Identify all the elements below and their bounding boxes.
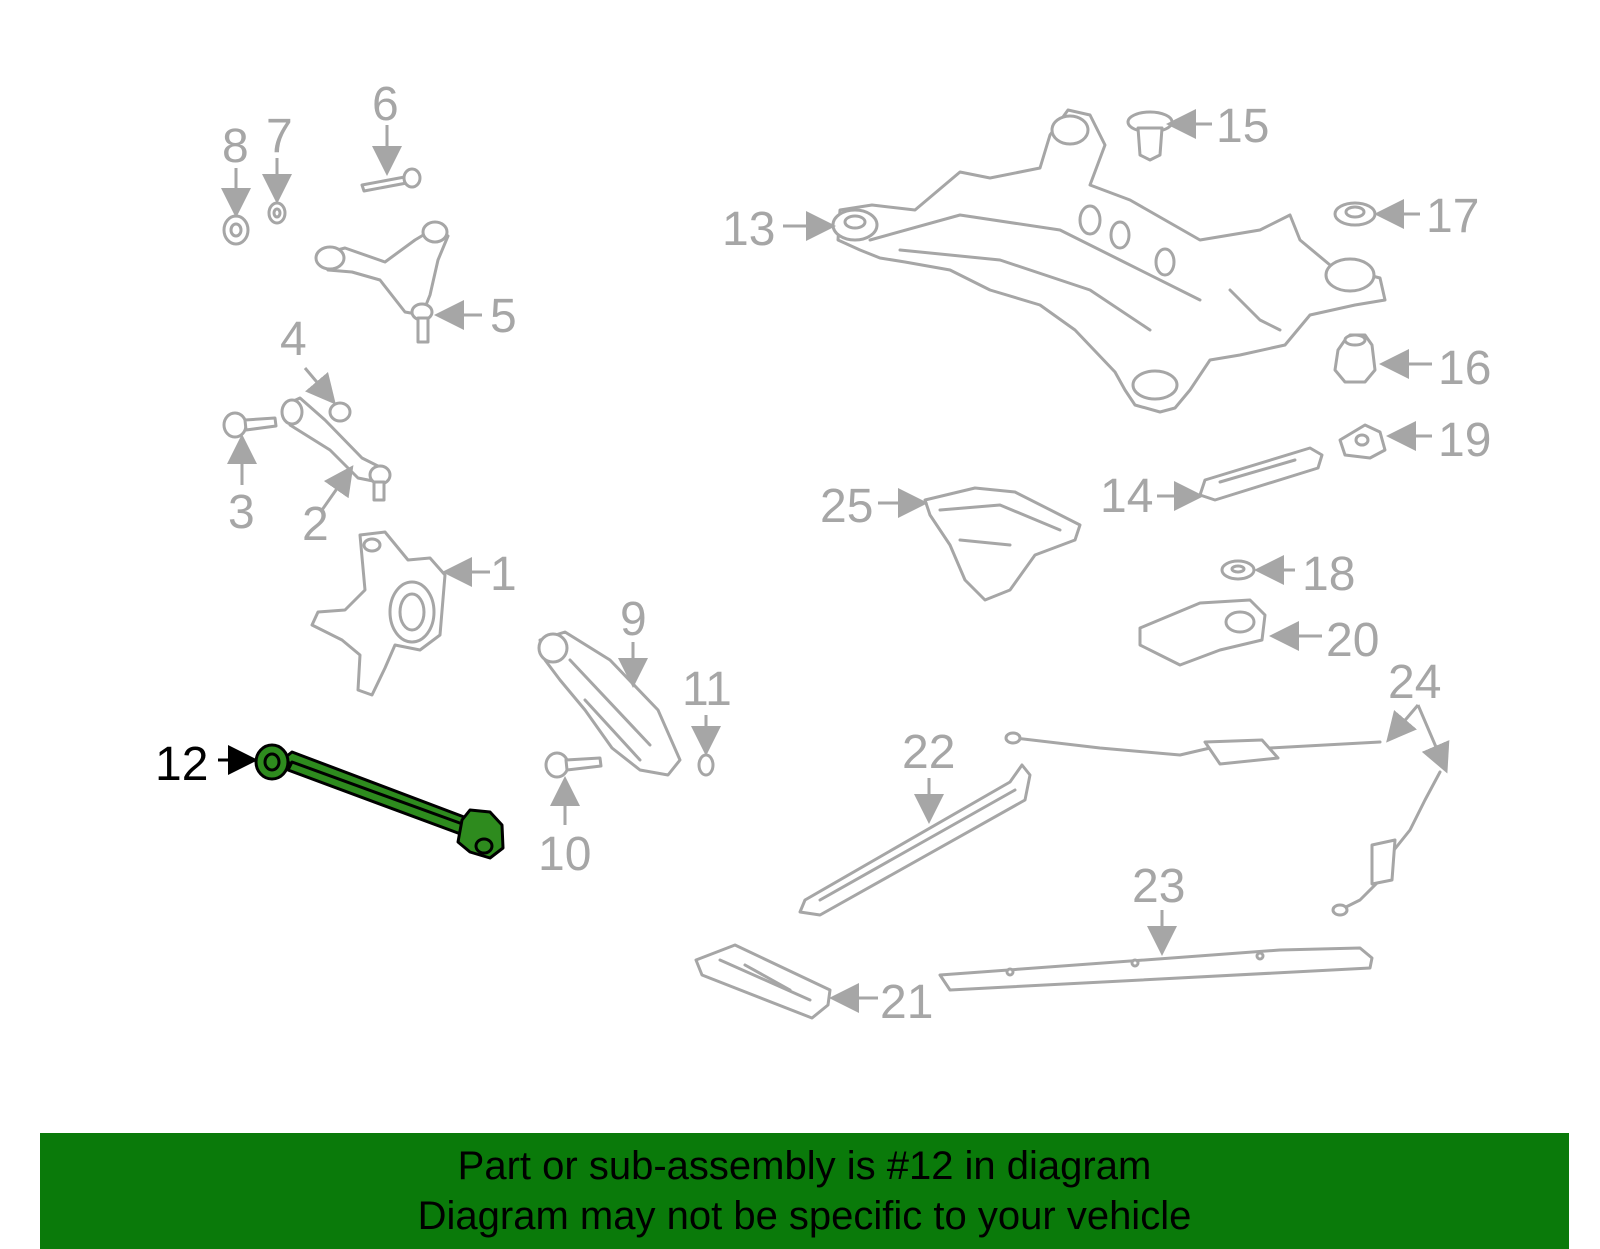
part-16-mount[interactable] (1333, 333, 1377, 384)
part-3-bolt[interactable] (222, 411, 278, 439)
part-10-bolt[interactable] (544, 751, 603, 779)
part-17-bushing[interactable] (1333, 201, 1377, 227)
callout-23: 23 (1132, 860, 1185, 913)
callout-18: 18 (1302, 548, 1355, 601)
part-7-washer[interactable] (267, 201, 287, 225)
banner-line-2: Diagram may not be specific to your vehi… (417, 1194, 1192, 1238)
part-15-clip[interactable] (1126, 110, 1174, 162)
callout-15: 15 (1216, 100, 1269, 153)
part-2-link-arm[interactable] (280, 396, 392, 502)
callout-5: 5 (490, 290, 517, 343)
part-1-knuckle[interactable] (310, 530, 447, 697)
arrow-24a (1386, 704, 1420, 743)
callout-25: 25 (820, 480, 873, 533)
part-19-stopper[interactable] (1338, 423, 1387, 460)
part-4-nut[interactable] (328, 401, 352, 423)
callout-20: 20 (1326, 614, 1379, 667)
arrow-24b (1416, 704, 1450, 774)
part-20-mount-bracket[interactable] (1138, 598, 1267, 667)
callout-22: 22 (902, 726, 955, 779)
part-14-plate[interactable] (1198, 446, 1324, 502)
part-5-upper-arm[interactable] (314, 220, 450, 344)
callout-9: 9 (620, 593, 647, 646)
callout-3: 3 (228, 486, 255, 539)
callout-16: 16 (1438, 342, 1491, 395)
callout-11: 11 (682, 663, 732, 716)
part-9-lower-arm[interactable] (537, 630, 682, 777)
part-24-cable[interactable] (1004, 731, 1442, 917)
callout-2: 2 (302, 498, 329, 551)
part-6-bolt[interactable] (360, 167, 422, 193)
callout-13: 13 (722, 203, 775, 256)
banner-line-1: Part or sub-assembly is #12 in diagram (457, 1144, 1152, 1188)
callout-8: 8 (222, 120, 249, 173)
part-22-rail[interactable] (798, 763, 1032, 917)
callout-12: 12 (155, 738, 208, 791)
callout-7: 7 (266, 110, 293, 163)
callout-6: 6 (372, 78, 399, 131)
part-8-nut[interactable] (222, 214, 250, 246)
arrow-4 (303, 367, 336, 405)
part-21-plate[interactable] (694, 943, 832, 1020)
callout-1: 1 (490, 548, 517, 601)
callout-4: 4 (280, 313, 307, 366)
part-25-bracket[interactable] (923, 486, 1082, 602)
callout-19: 19 (1438, 414, 1491, 467)
part-23-bar[interactable] (938, 946, 1374, 992)
callout-10: 10 (538, 828, 591, 881)
part-12-lateral-rod[interactable] (254, 743, 505, 860)
part-13-subframe[interactable] (831, 108, 1387, 414)
part-18-washer[interactable] (1220, 559, 1256, 581)
callout-21: 21 (880, 976, 933, 1029)
part-11-washer[interactable] (697, 753, 715, 777)
arrow-2 (320, 465, 354, 511)
callout-14: 14 (1100, 470, 1153, 523)
info-banner: Part or sub-assembly is #12 in diagram D… (40, 1133, 1569, 1249)
parts-diagram: 8 7 6 5 4 2 3 (155, 78, 1491, 1029)
callout-24: 24 (1388, 656, 1441, 709)
callout-17: 17 (1426, 190, 1479, 243)
